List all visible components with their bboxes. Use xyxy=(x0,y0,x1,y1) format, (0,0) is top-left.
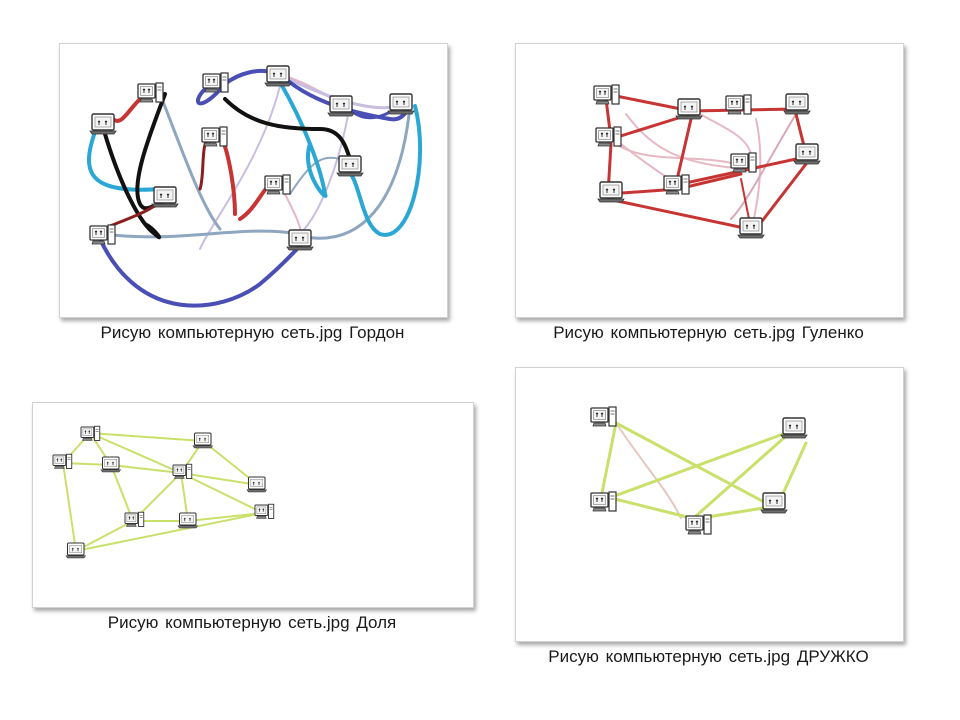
desktop-computer-icon xyxy=(663,174,690,195)
network-link xyxy=(180,472,264,514)
laptop-icon xyxy=(192,432,214,449)
laptop-icon xyxy=(675,98,703,120)
laptop-icon xyxy=(597,181,625,203)
network-link xyxy=(103,132,162,240)
desktop-computer-icon xyxy=(590,406,617,427)
desktop-computer-icon xyxy=(137,82,164,103)
network-link xyxy=(180,472,259,486)
network-drawing-dolya xyxy=(32,402,474,608)
network-drawing-gulenko xyxy=(515,43,904,318)
laptop-icon xyxy=(286,229,314,251)
caption-gordon: Рисую компьютерную сеть.jpg Гордон xyxy=(100,323,405,342)
network-link xyxy=(730,113,797,220)
laptop-icon xyxy=(737,217,765,239)
network-link xyxy=(779,441,808,500)
desktop-computer-icon xyxy=(685,514,712,535)
desktop-computer-icon xyxy=(80,425,101,441)
network-link xyxy=(103,229,302,239)
desktop-computer-icon xyxy=(124,511,145,527)
network-link xyxy=(98,237,310,308)
network-link xyxy=(750,118,762,230)
laptop-icon xyxy=(177,512,199,529)
network-link xyxy=(606,197,751,231)
network-link xyxy=(599,421,618,500)
network-link xyxy=(110,464,182,474)
network-link xyxy=(273,72,328,198)
network-link xyxy=(599,431,788,503)
network-link xyxy=(199,85,281,250)
laptop-icon xyxy=(100,456,122,473)
caption-gulenko: Рисую компьютерную сеть.jpg Гуленко xyxy=(553,323,864,342)
laptop-icon xyxy=(780,417,808,439)
network-link xyxy=(694,434,788,518)
laptop-icon xyxy=(327,95,355,117)
network-link xyxy=(615,422,682,519)
laptop-icon xyxy=(783,93,811,115)
desktop-computer-icon xyxy=(595,126,622,147)
network-link xyxy=(62,462,77,552)
laptop-icon xyxy=(264,65,292,87)
desktop-computer-icon xyxy=(264,174,291,195)
desktop-computer-icon xyxy=(52,453,73,469)
network-link xyxy=(674,117,693,186)
network-link xyxy=(158,92,222,231)
network-link xyxy=(343,104,423,237)
laptop-icon xyxy=(89,113,117,135)
caption-druzhko: Рисую компьютерную сеть.jpg ДРУЖКО xyxy=(548,647,869,666)
laptop-icon xyxy=(65,542,87,559)
desktop-computer-icon xyxy=(254,503,275,519)
network-link xyxy=(604,92,693,113)
laptop-icon xyxy=(387,93,415,115)
network-link xyxy=(625,113,747,170)
desktop-computer-icon xyxy=(202,72,229,93)
network-link xyxy=(298,104,412,240)
network-drawing-druzhko xyxy=(515,367,904,642)
desktop-computer-icon xyxy=(725,94,752,115)
network-link xyxy=(609,496,693,520)
network-link xyxy=(110,464,134,522)
desktop-computer-icon xyxy=(593,84,620,105)
network-link xyxy=(89,432,182,474)
laptop-icon xyxy=(793,143,821,165)
network-drawing-gordon xyxy=(59,43,448,318)
desktop-computer-icon xyxy=(730,152,757,173)
desktop-computer-icon xyxy=(201,126,228,147)
caption-dolya: Рисую компьютерную сеть.jpg Доля xyxy=(107,613,397,632)
network-link xyxy=(187,512,264,522)
desktop-computer-icon xyxy=(590,491,617,512)
network-link xyxy=(289,156,341,195)
network-link xyxy=(223,97,352,161)
network-link xyxy=(75,520,134,552)
laptop-icon xyxy=(151,186,179,208)
laptop-icon xyxy=(246,476,268,493)
network-link xyxy=(299,103,351,235)
network-link xyxy=(754,162,808,231)
network-link xyxy=(614,421,768,505)
desktop-computer-icon xyxy=(172,463,193,479)
desktop-computer-icon xyxy=(89,224,116,245)
network-link xyxy=(89,432,204,442)
laptop-icon xyxy=(336,155,364,177)
network-link xyxy=(75,512,264,552)
laptop-icon xyxy=(760,492,788,514)
